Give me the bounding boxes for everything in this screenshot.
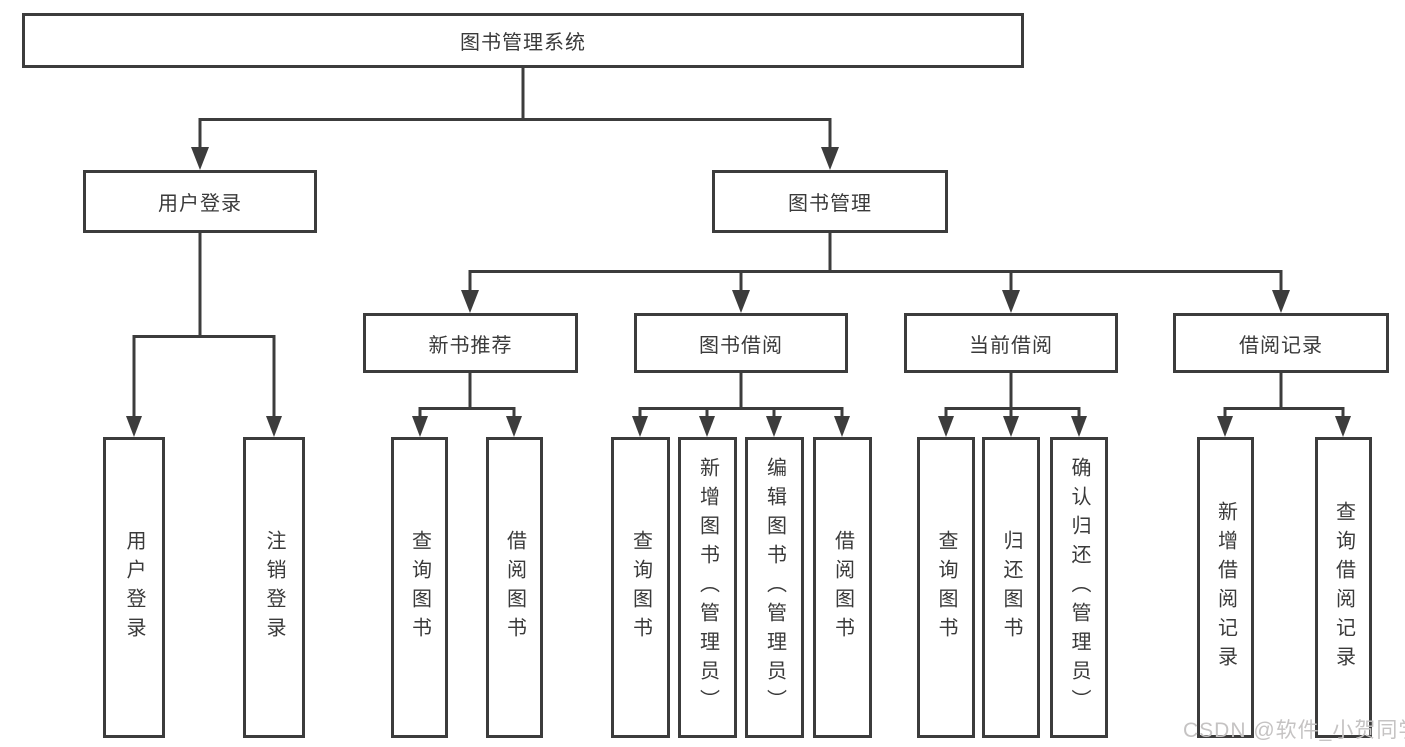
arrowhead <box>506 416 522 437</box>
connector-newbook-to-leaves <box>418 373 516 418</box>
node-label: 借阅图书 <box>503 529 526 646</box>
node-label: 确认归还（管理员） <box>1068 457 1090 718</box>
node-leaf-borrow-borrow-books: 借阅图书 <box>813 437 872 738</box>
connector-current-to-leaves <box>944 373 1081 418</box>
arrowhead <box>938 416 954 437</box>
node-system-root: 图书管理系统 <box>22 13 1024 68</box>
node-user-login: 用户登录 <box>83 170 317 233</box>
connector-records-to-leaves <box>1223 373 1345 418</box>
connector-user-login-to-leaves <box>132 233 276 418</box>
arrowhead <box>821 147 839 170</box>
node-leaf-user-login: 用户登录 <box>103 437 165 738</box>
arrowhead <box>1335 416 1351 437</box>
node-label: 查询借阅记录 <box>1332 500 1355 675</box>
node-borrowing-records: 借阅记录 <box>1173 313 1389 373</box>
node-leaf-current-confirm-return-admin: 确认归还（管理员） <box>1050 437 1108 738</box>
node-label: 查询图书 <box>408 529 431 646</box>
arrowhead <box>1003 416 1019 437</box>
arrowhead <box>632 416 648 437</box>
connector-borrowing-to-leaves <box>638 373 844 418</box>
node-leaf-logout: 注销登录 <box>243 437 305 738</box>
arrowhead <box>834 416 850 437</box>
node-label: 编辑图书（管理员） <box>763 457 786 718</box>
node-label: 图书借阅 <box>699 334 783 357</box>
node-label: 新增借阅记录 <box>1214 500 1237 675</box>
node-leaf-newbook-borrow-books: 借阅图书 <box>486 437 543 738</box>
arrowhead <box>412 416 428 437</box>
node-leaf-borrow-edit-books-admin: 编辑图书（管理员） <box>745 437 804 738</box>
node-label: 当前借阅 <box>969 334 1053 357</box>
node-label: 新书推荐 <box>428 334 513 357</box>
node-leaf-borrow-query-books: 查询图书 <box>611 437 670 738</box>
arrowhead <box>126 416 142 437</box>
node-label: 借阅记录 <box>1239 334 1323 357</box>
node-new-book-recommend: 新书推荐 <box>363 313 578 373</box>
arrowhead <box>461 290 479 313</box>
node-book-borrowing: 图书借阅 <box>634 313 848 373</box>
node-leaf-newbook-query-books: 查询图书 <box>391 437 448 738</box>
node-leaf-current-return-books: 归还图书 <box>982 437 1040 738</box>
node-leaf-records-query-record: 查询借阅记录 <box>1315 437 1372 738</box>
connector-book-mgmt-to-groups <box>468 233 1283 293</box>
node-leaf-records-add-record: 新增借阅记录 <box>1197 437 1254 738</box>
node-label: 归还图书 <box>1000 529 1022 646</box>
node-label: 查询图书 <box>935 529 957 646</box>
arrowhead <box>1217 416 1233 437</box>
node-leaf-current-query-books: 查询图书 <box>917 437 975 738</box>
node-label: 注销登录 <box>263 529 285 646</box>
arrowhead <box>1272 290 1290 313</box>
arrowhead <box>732 290 750 313</box>
node-label: 图书管理系统 <box>460 32 586 54</box>
arrowhead <box>766 416 782 437</box>
arrowhead <box>1002 290 1020 313</box>
arrowhead <box>1071 416 1087 437</box>
node-book-management: 图书管理 <box>712 170 948 233</box>
node-label: 用户登录 <box>123 529 145 646</box>
arrowhead <box>191 147 209 170</box>
node-label: 用户登录 <box>158 193 242 215</box>
node-label: 查询图书 <box>629 529 652 646</box>
connector-root-to-level2 <box>198 68 832 150</box>
node-leaf-borrow-add-books-admin: 新增图书（管理员） <box>678 437 737 738</box>
arrowhead <box>266 416 282 437</box>
node-current-borrowing: 当前借阅 <box>904 313 1118 373</box>
arrowhead <box>699 416 715 437</box>
node-label: 新增图书（管理员） <box>696 457 719 718</box>
csdn-watermark: CSDN @软件_小贺同学 <box>1183 719 1405 742</box>
node-label: 图书管理 <box>788 193 872 215</box>
node-label: 借阅图书 <box>831 529 854 646</box>
